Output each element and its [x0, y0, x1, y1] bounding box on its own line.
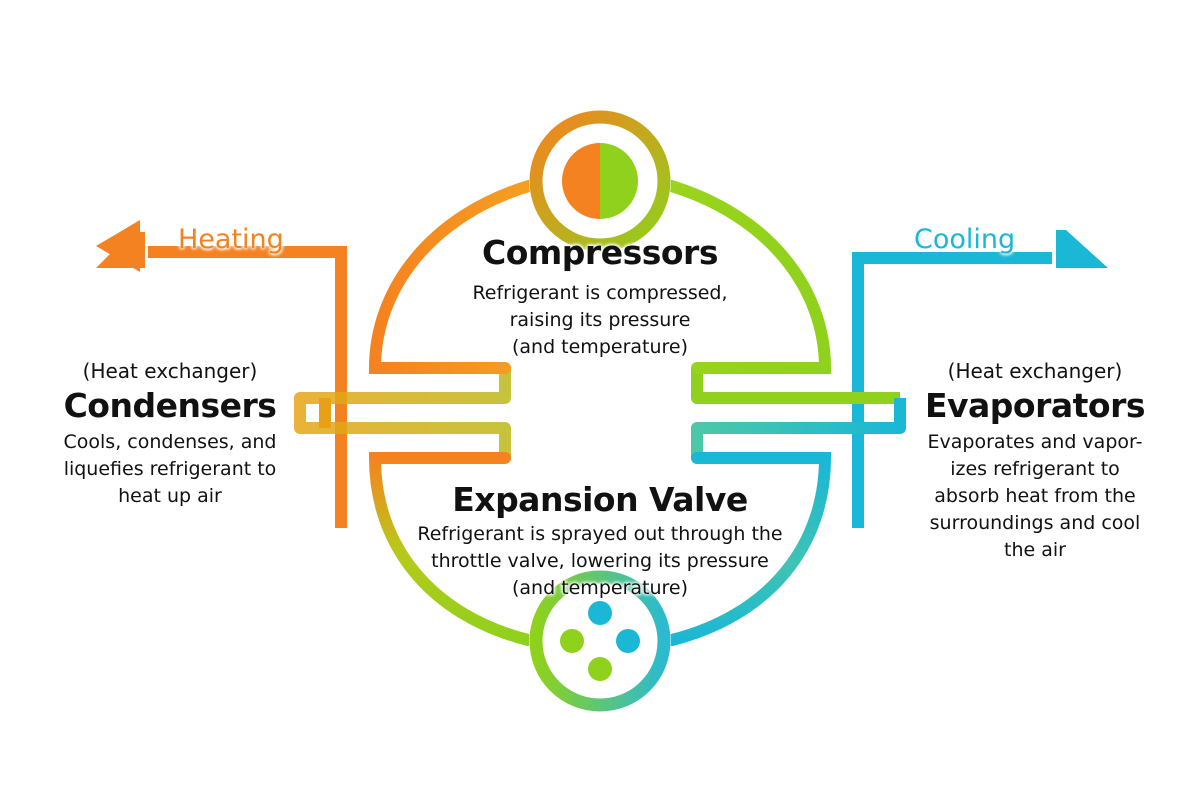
- compressor-desc-line: Refrigerant is compressed,: [472, 282, 728, 304]
- condenser-description: Cools, condenses, and liquefies refriger…: [40, 429, 300, 510]
- evaporator-subtitle: (Heat exchanger): [947, 359, 1123, 383]
- condenser-subtitle: (Heat exchanger): [82, 359, 258, 383]
- expansion-valve-desc-line: Refrigerant is sprayed out through the: [417, 523, 783, 545]
- condenser-desc-line: Cools, condenses, and: [63, 431, 277, 453]
- condenser-desc-line: heat up air: [118, 485, 222, 507]
- expansion-valve-icon: [529, 570, 671, 712]
- expansion-valve-title: Expansion Valve: [452, 480, 748, 519]
- heating-arrow: [96, 220, 347, 528]
- condenser-desc-line: liquefies refrigerant to: [63, 458, 277, 480]
- evaporator-desc-line: surroundings and cool: [929, 512, 1141, 534]
- evaporator-title: Evaporators: [924, 386, 1146, 425]
- expansion-valve-desc-line: throttle valve, lowering its pressure: [431, 550, 769, 572]
- evaporator-block: (Heat exchanger) Evaporators Evaporates …: [905, 358, 1165, 564]
- condenser-title: Condensers: [63, 386, 277, 425]
- compressor-description: Refrigerant is compressed, raising its p…: [400, 280, 800, 361]
- evaporator-description: Evaporates and vapor- izes refrigerant t…: [905, 429, 1165, 564]
- expansion-valve-description: Refrigerant is sprayed out through the t…: [390, 521, 810, 602]
- cooling-label: Cooling: [914, 224, 1016, 255]
- evaporator-desc-line: the air: [1004, 539, 1066, 561]
- expansion-valve-desc-line: (and temperature): [511, 577, 689, 599]
- refrigerant-loop: [368, 179, 832, 646]
- cooling-arrow: [852, 230, 1108, 528]
- evaporator-coil: [691, 368, 906, 458]
- compressor-desc-line: (and temperature): [511, 336, 689, 358]
- evaporator-desc-line: absorb heat from the: [934, 485, 1136, 507]
- compressor-desc-line: raising its pressure: [509, 309, 691, 331]
- condenser-block: (Heat exchanger) Condensers Cools, conde…: [40, 358, 300, 510]
- heating-label: Heating: [178, 224, 284, 255]
- condenser-coil: [294, 368, 511, 458]
- compressor-title: Compressors: [482, 233, 718, 272]
- compressor-block: Compressors Refrigerant is compressed, r…: [400, 233, 800, 361]
- evaporator-desc-line: izes refrigerant to: [950, 458, 1120, 480]
- evaporator-desc-line: Evaporates and vapor-: [927, 431, 1143, 453]
- compressor-icon: [529, 110, 671, 252]
- expansion-valve-block: Expansion Valve Refrigerant is sprayed o…: [390, 480, 810, 602]
